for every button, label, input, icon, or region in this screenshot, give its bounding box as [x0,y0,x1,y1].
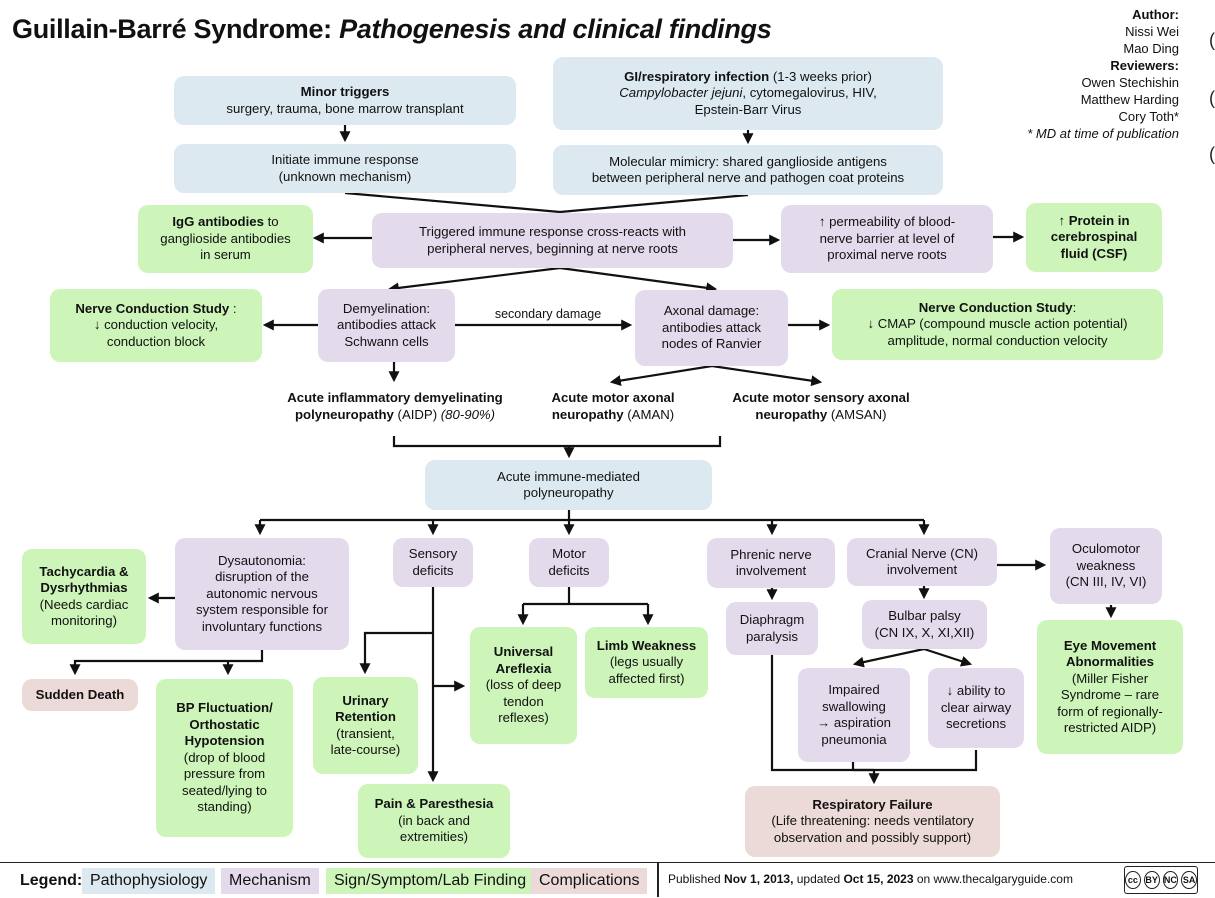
cc-icon: cc [1125,871,1141,889]
node-permeability: ↑ permeability of blood- nerve barrier a… [781,205,993,273]
publication-footer: Published Nov 1, 2013, updated Oct 15, 2… [668,872,1073,886]
node-igg-antibodies: IgG antibodies to ganglioside antibodies… [138,205,313,273]
node-molecular-mimicry: Molecular mimicry: shared ganglioside an… [553,145,943,195]
label-amsan: Acute motor sensory axonal neuropathy (A… [732,390,910,422]
legend-pathophysiology: Pathophysiology [82,868,216,894]
nc-icon: NC [1162,871,1179,889]
node-urinary-retention: Urinary Retention (transient, late-cours… [313,677,418,774]
node-axonal-damage: Axonal damage: antibodies attack nodes o… [635,290,788,366]
node-eye-movement: Eye Movement Abnormalities (Miller Fishe… [1037,620,1183,754]
node-dysautonomia: Dysautonomia: disruption of the autonomi… [175,538,349,650]
credits: Author: Nissi Wei Mao Ding Reviewers: Ow… [1027,7,1179,141]
node-immune-mediated: Acute immune-mediated polyneuropathy [425,460,712,510]
node-minor-triggers: Minor triggers surgery, trauma, bone mar… [174,76,516,125]
legend-label: Legend: [20,872,83,889]
sa-icon: SA [1181,871,1197,889]
legend-mechanism: Mechanism [221,868,319,894]
node-phrenic-nerve: Phrenic nerve involvement [707,538,835,588]
legend-divider [657,863,659,897]
node-motor-deficits: Motor deficits [529,538,609,587]
legend-complications: Complications [531,868,648,894]
node-tachycardia: Tachycardia & Dysrhythmias (Needs cardia… [22,549,146,644]
edge-glyph: ( [1209,144,1215,164]
node-ncs-right: Nerve Conduction Study: ↓ CMAP (compound… [832,289,1163,360]
legend-bar [0,862,1215,898]
edge-glyph: ( [1209,88,1215,108]
node-ncs-left: Nerve Conduction Study : ↓ conduction ve… [50,289,262,362]
node-respiratory-failure: Respiratory Failure (Life threatening: n… [745,786,1000,857]
node-bulbar-palsy: Bulbar palsy (CN IX, X, XI,XII) [862,600,987,649]
label-secondary-damage: secondary damage [494,307,602,321]
node-oculomotor-weakness: Oculomotor weakness (CN III, IV, VI) [1050,528,1162,604]
node-universal-areflexia: Universal Areflexia (loss of deep tendon… [470,627,577,744]
page-title: Guillain-Barré Syndrome: Pathogenesis an… [12,14,772,44]
node-airway-secretions: ↓ ability to clear airway secretions [928,668,1024,748]
node-cranial-nerve: Cranial Nerve (CN) involvement [847,538,997,586]
label-aidp: Acute inflammatory demyelinating polyneu… [287,390,503,422]
node-initiate-immune: Initiate immune response (unknown mechan… [174,144,516,193]
legend-sign-symptom: Sign/Symptom/Lab Finding [326,868,535,894]
by-icon: BY [1143,871,1160,889]
cc-license-badge: cc BY NC SA [1124,866,1198,894]
node-sensory-deficits: Sensory deficits [393,538,473,587]
node-sudden-death: Sudden Death [22,679,138,711]
node-diaphragm-paralysis: Diaphragm paralysis [726,602,818,655]
node-pain-paresthesia: Pain & Paresthesia (in back and extremit… [358,784,510,858]
label-aman: Acute motor axonal neuropathy (AMAN) [551,390,675,422]
node-demyelination: Demyelination: antibodies attack Schwann… [318,289,455,362]
node-triggered-immune: Triggered immune response cross-reacts w… [372,213,733,268]
node-protein-csf: ↑ Protein in cerebrospinal fluid (CSF) [1026,203,1162,272]
edge-glyph: ( [1209,30,1215,50]
node-impaired-swallowing: Impaired swallowing → aspiration pneumon… [798,668,910,762]
node-limb-weakness: Limb Weakness (legs usually affected fir… [585,627,708,698]
node-bp-fluctuation: BP Fluctuation/ Orthostatic Hypotension … [156,679,293,837]
node-gi-infection: GI/respiratory infection (1-3 weeks prio… [553,57,943,130]
